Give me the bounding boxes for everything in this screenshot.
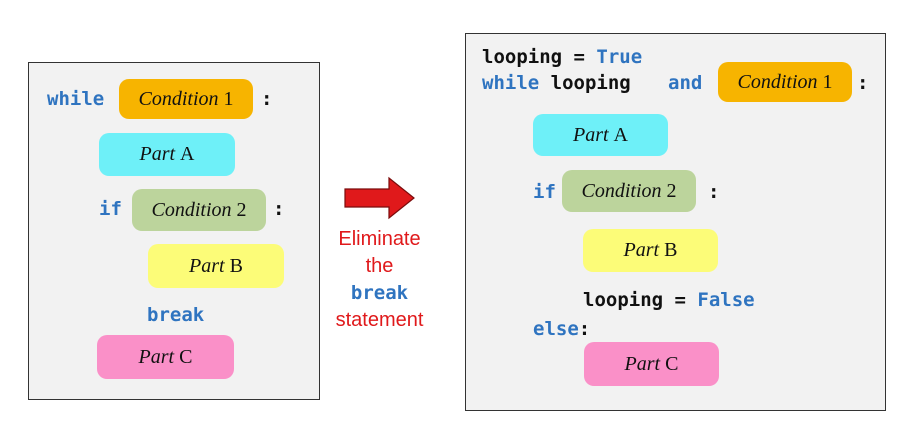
while-keyword: while	[47, 88, 105, 110]
if-keyword: if	[99, 198, 122, 220]
part-b-letter: B	[229, 254, 243, 277]
else-line: else:	[533, 318, 591, 340]
break-keyword: break	[147, 304, 205, 326]
part-c-letter-rewritten: C	[665, 352, 679, 375]
part-b-label: Part	[189, 254, 225, 277]
while-colon: :	[261, 88, 273, 110]
rewritten-code-panel: looping = True while looping and Conditi…	[465, 33, 886, 411]
part-a-label: Part	[139, 143, 176, 165]
if-colon: :	[273, 198, 285, 220]
right-arrow-icon	[344, 176, 415, 220]
part-b-label-rewritten: Part	[623, 239, 660, 261]
and-keyword: and	[668, 72, 703, 94]
part-a-label-rewritten: Part	[572, 123, 609, 146]
part-c-letter: C	[179, 345, 193, 368]
condition-1-label: Condition	[138, 87, 219, 110]
caption-line-eliminate: Eliminate	[338, 228, 421, 250]
caption-line-break: break	[350, 282, 409, 304]
looping-init-line: looping = True	[482, 46, 643, 68]
condition-1-label-rewritten: Condition	[737, 70, 818, 93]
if-colon-rewritten: :	[708, 181, 720, 203]
while-colon-rewritten: :	[857, 72, 869, 94]
part-c-label-rewritten: Part	[624, 352, 661, 375]
transformation-caption: Eliminate the break statement	[322, 226, 437, 334]
condition-2-label: Condition	[151, 198, 232, 221]
caption-line-statement: statement	[335, 309, 424, 331]
while-line: while looping	[482, 72, 643, 94]
condition-1-number-rewritten: 1	[822, 70, 833, 93]
part-a-letter: A	[180, 143, 195, 165]
condition-2-number: 2	[236, 198, 247, 221]
condition-1-number: 1	[223, 87, 234, 110]
part-a-letter-rewritten: A	[613, 123, 628, 146]
part-c-label: Part	[138, 345, 175, 368]
if-keyword-rewritten: if	[533, 181, 556, 203]
condition-2-number-rewritten: 2	[666, 179, 677, 202]
part-b-letter-rewritten: B	[664, 239, 678, 261]
looping-false-line: looping = False	[583, 289, 755, 311]
condition-2-label-rewritten: Condition	[581, 179, 662, 202]
caption-line-the: the	[365, 255, 394, 277]
